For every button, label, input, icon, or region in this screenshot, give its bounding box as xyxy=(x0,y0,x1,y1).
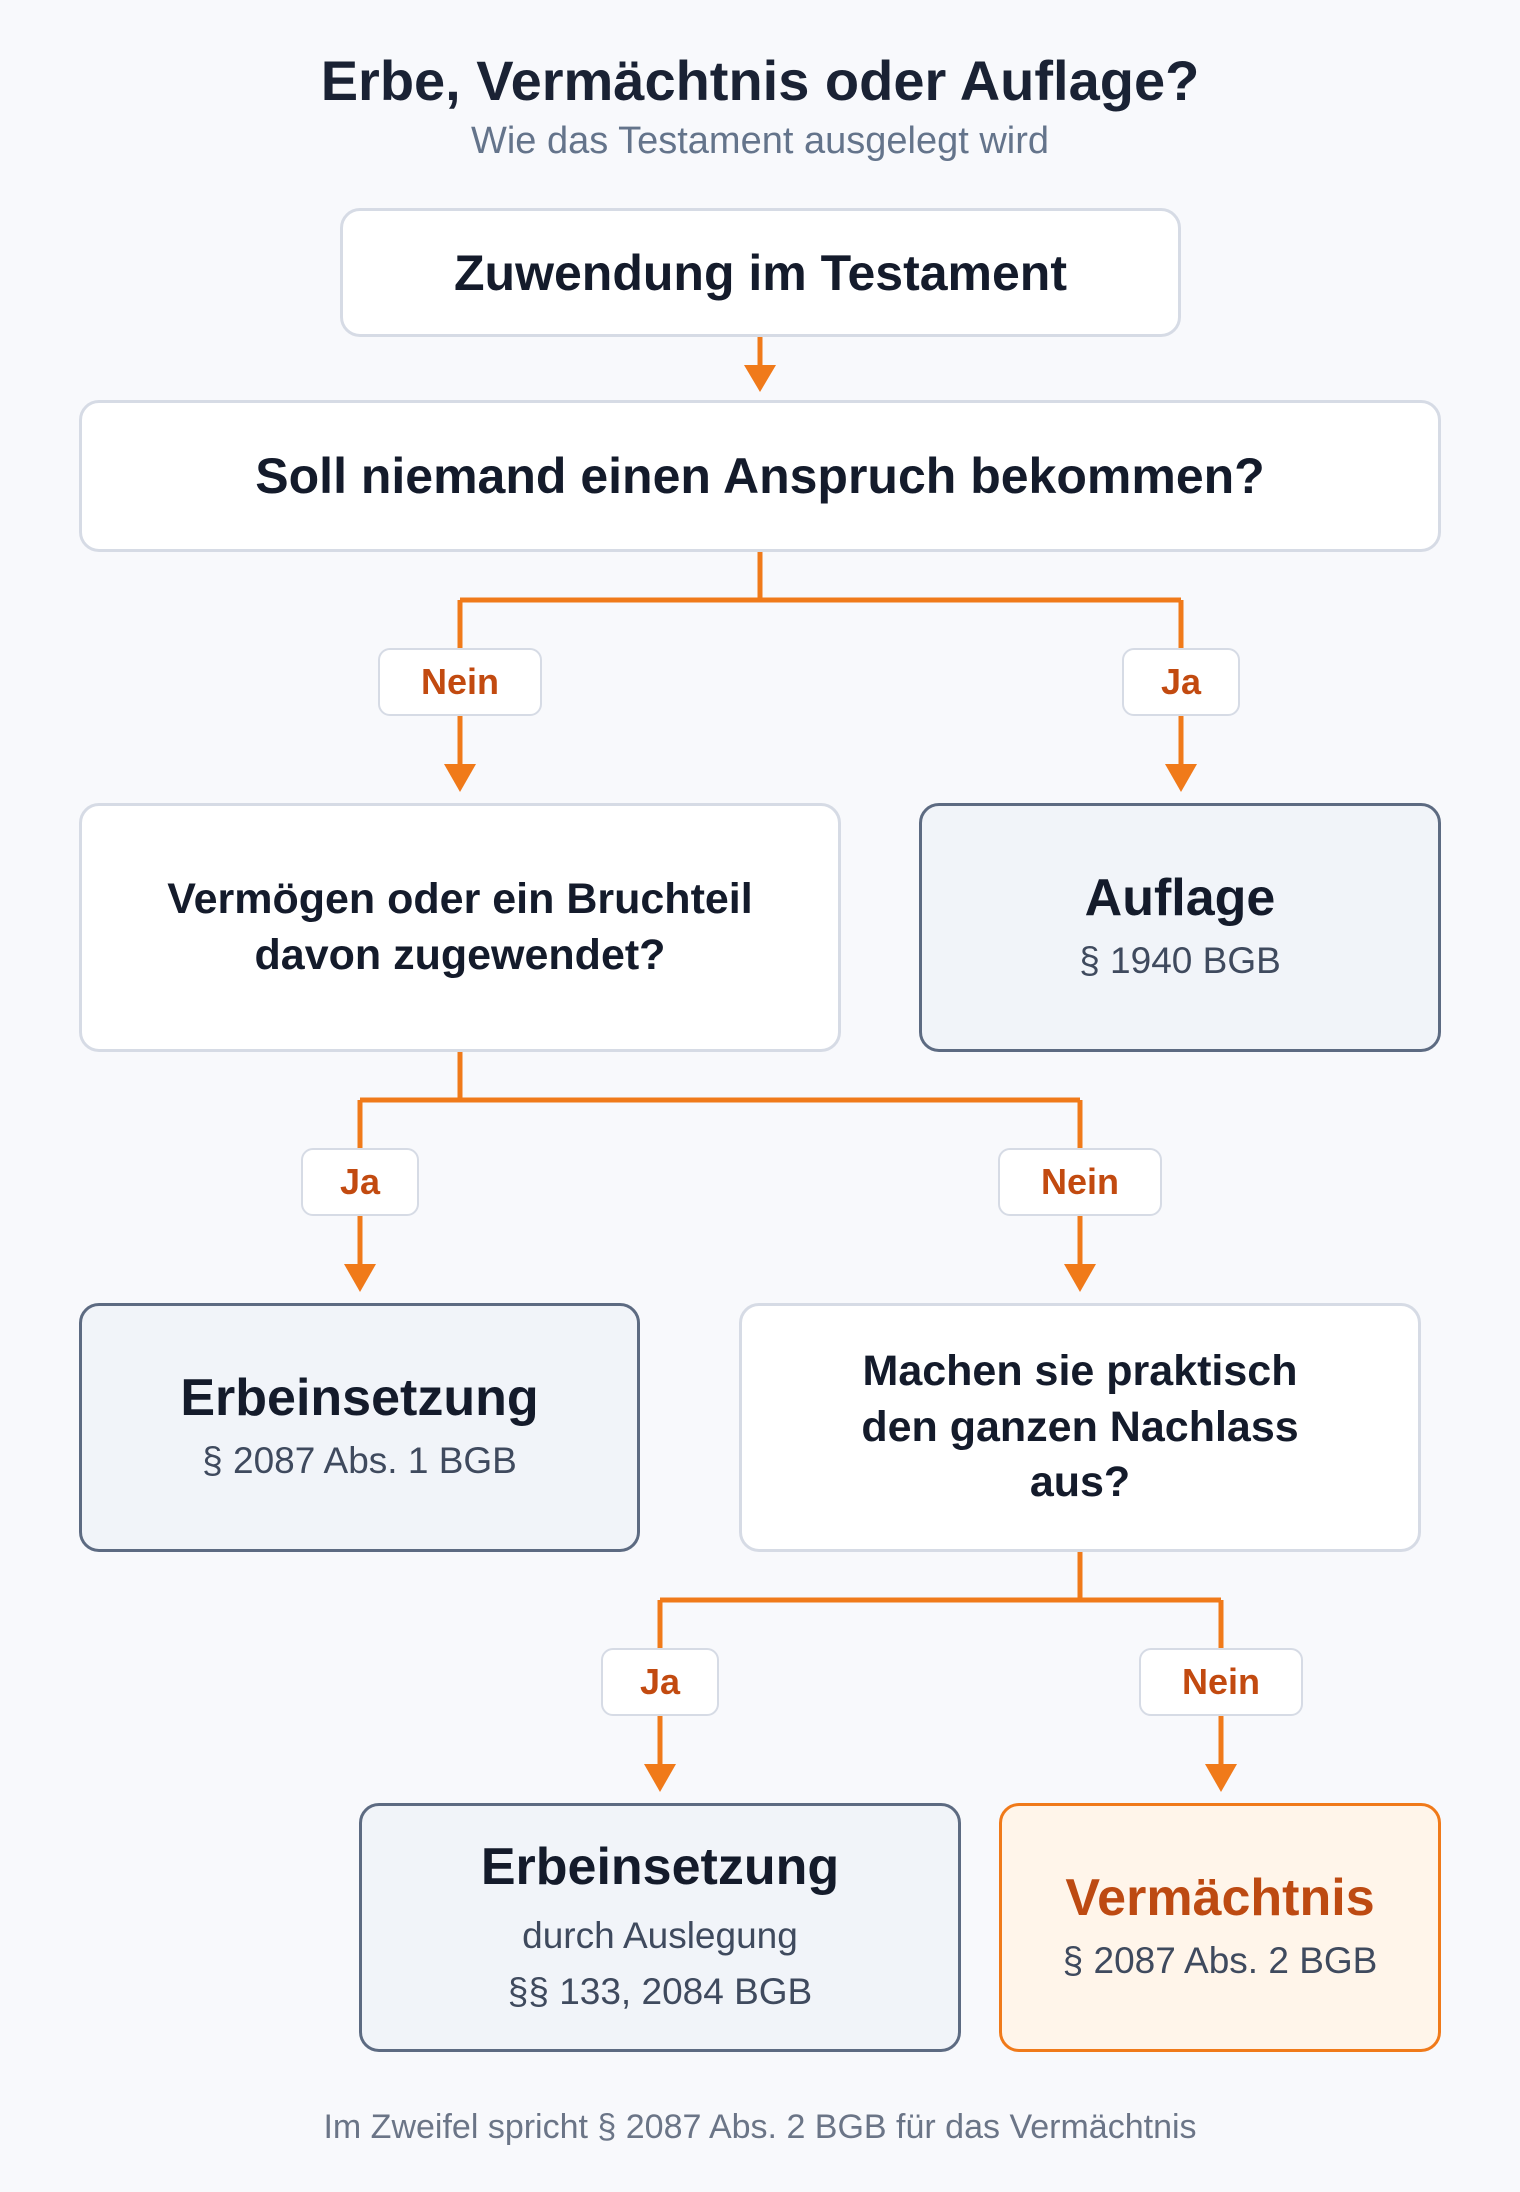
vermaechtnis-title: Vermächtnis xyxy=(1065,1868,1375,1927)
connector-q3-split xyxy=(657,1552,1224,1770)
connector-q1-split xyxy=(457,552,1184,770)
arrowhead-erb2 xyxy=(644,1764,676,1792)
node-question-anspruch-text: Soll niemand einen Anspruch bekommen? xyxy=(255,448,1265,504)
vermaechtnis-reference: § 2087 Abs. 2 BGB xyxy=(1062,1939,1378,1981)
arrowhead-erb1 xyxy=(344,1264,376,1292)
node-question-vermoegen-text: Vermögen oder ein Bruchteil davon zugewe… xyxy=(167,874,753,979)
node-result-vermaechtnis: Vermächtnis § 2087 Abs. 2 BGB xyxy=(999,1803,1441,2052)
arrowhead-auflage xyxy=(1165,764,1197,792)
auflage-reference: § 1940 BGB xyxy=(1079,939,1281,981)
node-question-anspruch: Soll niemand einen Anspruch bekommen? xyxy=(79,400,1441,552)
arrowhead-q2 xyxy=(444,764,476,792)
erbeinsetzung-auslegung-note: durch Auslegung xyxy=(522,1915,798,1957)
erbeinsetzung-auslegung-title: Erbeinsetzung xyxy=(480,1837,840,1896)
label-q3-ja: Ja xyxy=(601,1648,719,1716)
diagram-subtitle: Wie das Testament ausgelegt wird xyxy=(470,120,1050,162)
node-start: Zuwendung im Testament xyxy=(340,208,1181,337)
label-q1-ja: Ja xyxy=(1122,648,1240,716)
label-q3-nein: Nein xyxy=(1139,1648,1303,1716)
node-question-vermoegen: Vermögen oder ein Bruchteil davon zugewe… xyxy=(79,803,841,1052)
node-result-erbeinsetzung: Erbeinsetzung § 2087 Abs. 1 BGB xyxy=(79,1303,640,1552)
arrowhead-q1 xyxy=(744,365,776,392)
erbeinsetzung-reference: § 2087 Abs. 1 BGB xyxy=(202,1439,517,1481)
node-result-auflage: Auflage § 1940 BGB xyxy=(919,803,1441,1052)
erbeinsetzung-auslegung-reference: §§ 133, 2084 BGB xyxy=(507,1970,813,2012)
node-result-erbeinsetzung-auslegung: Erbeinsetzung durch Auslegung §§ 133, 20… xyxy=(359,1803,961,2052)
node-question-nachlass-text: Machen sie praktisch den ganzen Nachlass… xyxy=(861,1346,1299,1507)
auflage-title: Auflage xyxy=(1084,868,1276,927)
diagram-title: Erbe, Vermächtnis oder Auflage? xyxy=(320,49,1200,112)
connector-q2-split xyxy=(357,1052,1083,1270)
footnote: Im Zweifel spricht § 2087 Abs. 2 BGB für… xyxy=(323,2108,1197,2146)
label-q2-ja: Ja xyxy=(301,1148,419,1216)
arrowhead-q3 xyxy=(1064,1264,1096,1292)
erbeinsetzung-title: Erbeinsetzung xyxy=(180,1368,539,1427)
node-question-nachlass: Machen sie praktisch den ganzen Nachlass… xyxy=(739,1303,1421,1552)
label-q2-nein: Nein xyxy=(998,1148,1162,1216)
arrowhead-verm xyxy=(1205,1764,1237,1792)
label-q1-nein: Nein xyxy=(378,648,542,716)
node-start-text: Zuwendung im Testament xyxy=(454,244,1067,301)
